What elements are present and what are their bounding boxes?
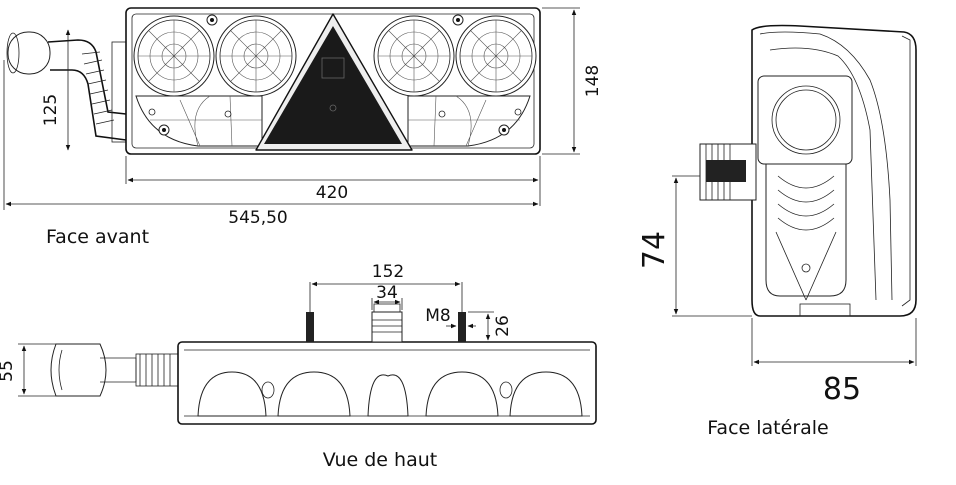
dim-125: 125 <box>41 29 71 151</box>
dim-34: 34 <box>371 283 403 310</box>
dim-55: 55 <box>0 343 56 397</box>
caption-top: Vue de haut <box>323 449 437 471</box>
dim-420: 420 <box>125 156 541 206</box>
dim-m8: M8 <box>425 306 476 329</box>
dim-26: 26 <box>468 311 513 341</box>
round-lamp-2 <box>215 15 297 97</box>
side-housing <box>751 24 917 317</box>
side-ribbed-lens <box>765 163 847 301</box>
side-view: 74 85 Face latérale <box>637 24 917 439</box>
top-view: 152 34 M8 26 55 Vue de haut <box>0 262 597 471</box>
front-side-height-label: 125 <box>41 94 61 126</box>
dim-152: 152 <box>309 262 463 312</box>
front-screws <box>158 14 510 136</box>
dim-74: 74 <box>637 175 752 317</box>
side-bolt <box>699 143 757 201</box>
top-bolts <box>306 303 466 343</box>
top-bolt-label: M8 <box>425 306 450 326</box>
side-depth-label: 85 <box>823 372 861 407</box>
round-lamp-3 <box>373 15 455 97</box>
front-body-width-label: 420 <box>316 183 348 203</box>
dim-148: 148 <box>542 7 603 155</box>
caption-side: Face latérale <box>707 417 829 439</box>
front-height-label: 148 <box>583 65 603 97</box>
top-connector-label: 34 <box>376 283 398 303</box>
dim-545: 545,50 <box>3 60 539 228</box>
caption-front: Face avant <box>46 226 149 248</box>
top-lens-bumps <box>197 371 583 417</box>
round-lamp-4 <box>455 15 537 97</box>
side-round-lens <box>757 75 853 165</box>
dim-85: 85 <box>751 318 917 407</box>
reflector-triangle <box>255 13 413 151</box>
round-lamp-1 <box>133 15 215 97</box>
top-bolt-length-label: 26 <box>493 315 513 337</box>
top-depth-label: 55 <box>0 360 17 382</box>
side-height-label: 74 <box>637 231 672 269</box>
top-spacing-label: 152 <box>372 262 404 282</box>
front-lamp-body <box>125 7 541 155</box>
front-view: 148 125 420 545,50 Face avant <box>3 7 603 248</box>
side-marker-arm <box>6 31 127 143</box>
front-total-width-label: 545,50 <box>228 208 287 228</box>
top-arm <box>50 343 179 397</box>
